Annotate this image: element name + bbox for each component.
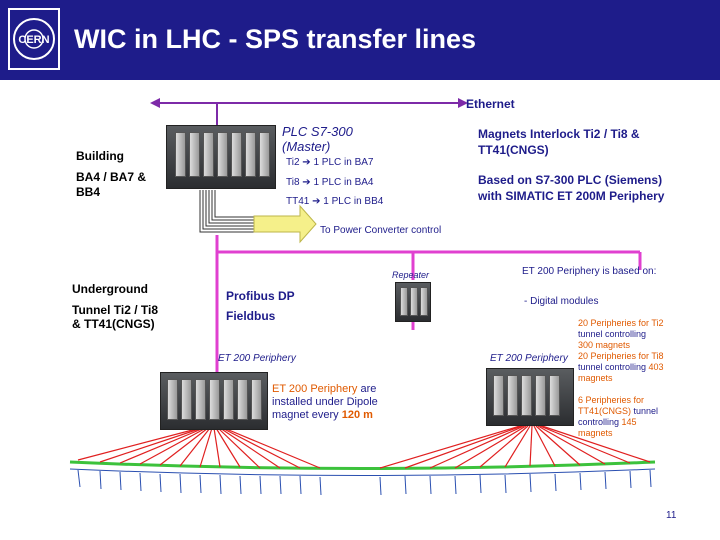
- underground-label: Underground: [72, 282, 148, 296]
- power-converter-arrow: [253, 204, 317, 244]
- fieldbus-fanout-left: [77, 427, 321, 469]
- magnets-interlock-label: Magnets Interlock Ti2 / Ti8 & TT41(CNGS): [478, 127, 640, 157]
- ethernet-arrow-left: [150, 98, 160, 108]
- building-sites-label: BA4 / BA7 & BB4: [76, 170, 147, 199]
- plc-line-ti8: Ti8 ➔ 1 PLC in BA4: [286, 177, 374, 188]
- et200-right-image: [486, 368, 574, 426]
- et200-left-label: ET 200 Periphery: [218, 353, 296, 364]
- tunnel-bus-green: [69, 460, 656, 470]
- ethernet-label: Ethernet: [466, 97, 515, 111]
- tunnel-bus-blue: [69, 468, 656, 476]
- ethernet-arrow-right: [458, 98, 468, 108]
- page-number: 11: [666, 510, 677, 521]
- fieldbus-label: Fieldbus: [226, 309, 276, 323]
- tunnels-label: Tunnel Ti2 / Ti8 & TT41(CNGS): [72, 303, 159, 331]
- logo-text: CERN: [18, 34, 49, 46]
- plc-master-label: PLC S7-300 (Master): [282, 124, 353, 154]
- title-bar: [0, 0, 720, 80]
- et200-left-image: [160, 372, 268, 430]
- plc-line-tt41: TT41 ➔ 1 PLC in BB4: [286, 196, 384, 207]
- repeater-image: [395, 282, 431, 322]
- building-label: Building: [76, 149, 124, 163]
- et200-installed-note: ET 200 Periphery are installed under Dip…: [272, 383, 378, 421]
- tunnel-et200-icons: [77, 469, 652, 496]
- profibus-label: Profibus DP: [226, 289, 295, 303]
- digital-modules-label: - Digital modules: [524, 296, 599, 307]
- fieldbus-fanout-right: [379, 425, 651, 469]
- et200-based-on-label: ET 200 Periphery is based on:: [522, 266, 657, 277]
- based-on-label: Based on S7-300 PLC (Siemens) with SIMAT…: [478, 173, 665, 203]
- power-converter-label: To Power Converter control: [320, 225, 442, 236]
- repeater-label: Repeater: [392, 270, 430, 280]
- plc-master-image: [166, 125, 276, 189]
- page-title: WIC in LHC - SPS transfer lines: [74, 24, 477, 54]
- et200-right-label: ET 200 Periphery: [490, 353, 568, 364]
- cern-logo: CERN: [8, 8, 60, 70]
- plc-cable-bundle: [199, 190, 268, 233]
- plc-line-ti2: Ti2 ➔ 1 PLC in BA7: [286, 157, 374, 168]
